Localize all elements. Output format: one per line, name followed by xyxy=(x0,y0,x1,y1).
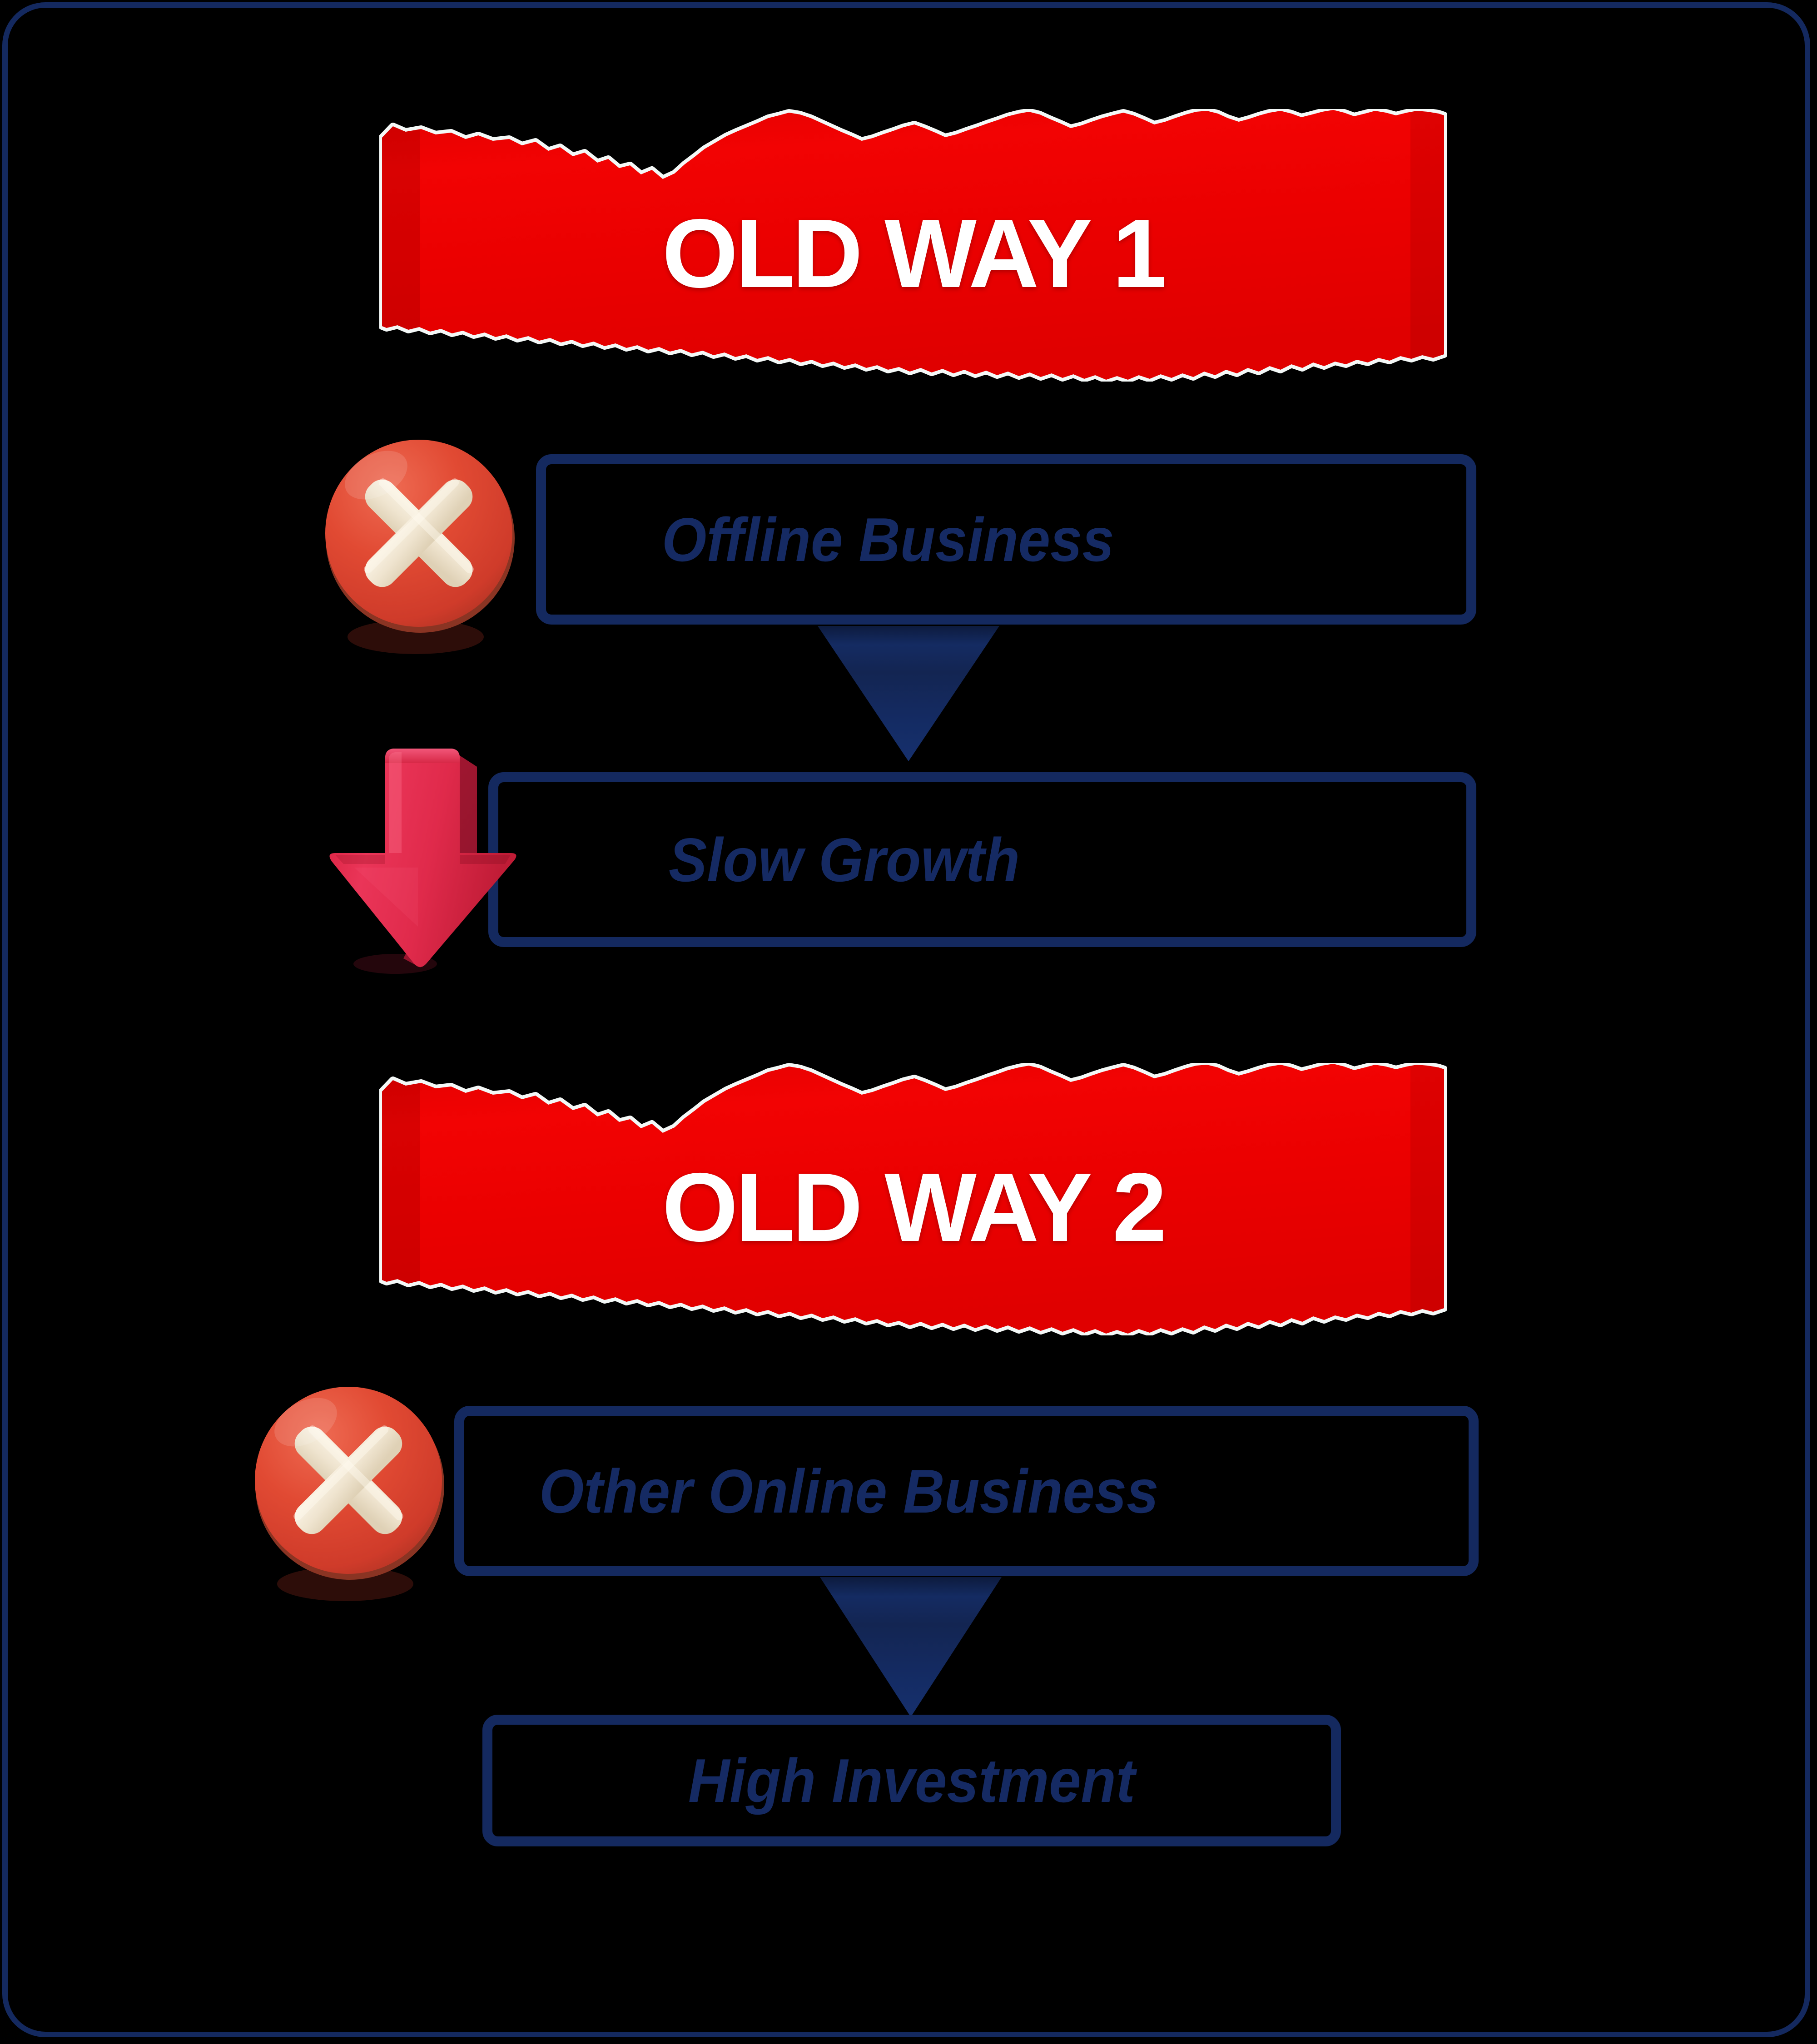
node-other-online-business[interactable]: Other Online Business xyxy=(454,1406,1479,1576)
down-arrow-3d-icon xyxy=(327,731,527,977)
down-triangle-icon xyxy=(797,1577,1024,1718)
node-label: Offline Business xyxy=(662,505,1114,574)
torn-banner-old-way-2: OLD WAY 2 xyxy=(379,1063,1447,1335)
node-offline-business[interactable]: Offline Business xyxy=(536,454,1476,625)
banner-label: OLD WAY 1 xyxy=(662,198,1167,308)
x-circle-icon xyxy=(318,432,536,659)
node-high-investment[interactable]: High Investment xyxy=(482,1715,1341,1846)
node-label: High Investment xyxy=(688,1746,1135,1815)
torn-paper-shape xyxy=(379,109,1447,382)
down-triangle-icon xyxy=(795,626,1022,762)
torn-banner-old-way-1: OLD WAY 1 xyxy=(379,109,1447,382)
node-label: Slow Growth xyxy=(669,825,1020,894)
node-slow-growth[interactable]: Slow Growth xyxy=(488,772,1476,947)
node-label: Other Online Business xyxy=(539,1456,1159,1526)
torn-paper-shape xyxy=(379,1063,1447,1335)
banner-label: OLD WAY 2 xyxy=(662,1152,1167,1262)
x-circle-icon xyxy=(248,1379,466,1606)
